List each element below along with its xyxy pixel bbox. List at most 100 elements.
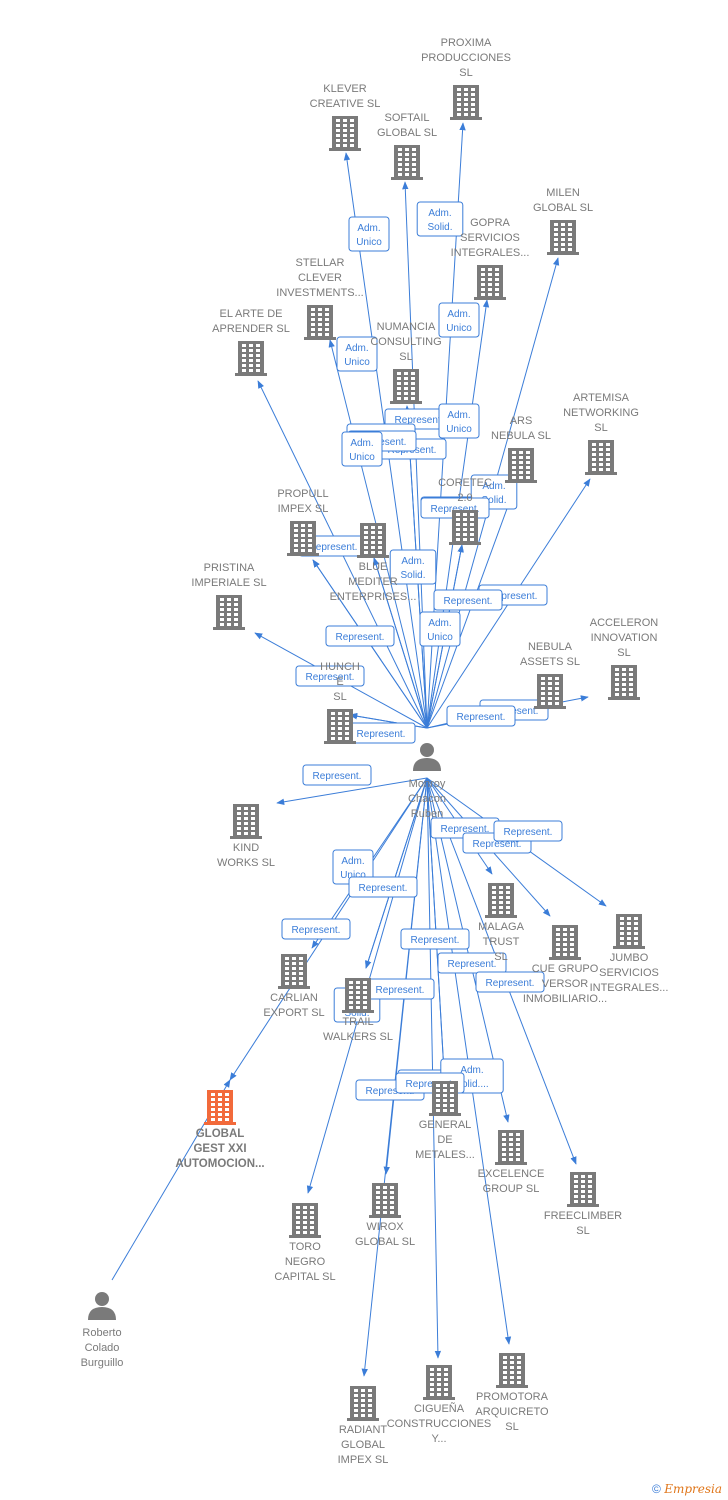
edge-label[interactable]: Adm. Unico <box>438 403 480 439</box>
building-icon <box>204 1090 236 1125</box>
node-label: MILEN <box>546 187 580 199</box>
node-label: SL <box>399 351 412 363</box>
edge-label[interactable]: Adm.Solid. <box>389 549 437 585</box>
building-icon <box>287 521 319 556</box>
edge-label[interactable]: Represent. <box>295 665 365 687</box>
node-label: INNOVATION <box>591 632 658 644</box>
edge-label[interactable]: Represent. <box>437 952 507 974</box>
edge-label[interactable]: Represent. <box>346 722 416 744</box>
node-general_metales[interactable]: GENERALDEMETALES... <box>415 1081 475 1161</box>
edge-label[interactable]: Represent. <box>302 764 372 786</box>
edge-label-box <box>295 665 365 687</box>
edge-label[interactable]: Represent. <box>348 876 418 898</box>
node-label: APRENDER SL <box>212 323 290 335</box>
building-icon <box>547 220 579 255</box>
node-jumbo[interactable]: JUMBOSERVICIOSINTEGRALES... <box>590 914 669 994</box>
building-icon <box>429 1081 461 1116</box>
edge-label[interactable]: Represent. <box>475 971 545 993</box>
node-label: MALAGA <box>478 921 525 933</box>
edge-label[interactable]: Adm.Unico <box>419 611 461 647</box>
edge-label[interactable]: Represent. <box>400 928 470 950</box>
edge-label-text: Unico <box>446 424 472 435</box>
building-icon <box>391 145 423 180</box>
edge-label[interactable]: Represent. <box>281 918 351 940</box>
building-icon <box>213 595 245 630</box>
edge-label[interactable]: Represent. <box>493 820 563 842</box>
edge-label[interactable]: Adm.Solid. <box>416 201 464 237</box>
brand-logo-text[interactable]: Empresia <box>664 1482 722 1496</box>
edge-label-text: Adm. <box>447 410 470 421</box>
building-icon <box>450 85 482 120</box>
node-label: ARTEMISA <box>573 392 630 404</box>
node-label: PROXIMA <box>441 37 492 49</box>
edge-label-text: Represent. <box>357 729 406 740</box>
edge-label[interactable]: Adm.Unico <box>438 302 480 338</box>
building-icon <box>390 369 422 404</box>
node-ciguena[interactable]: CIGUEÑACONSTRUCCIONESY... <box>387 1365 492 1445</box>
node-label: INTEGRALES... <box>451 247 530 259</box>
node-label: KIND <box>233 842 259 854</box>
node-cue_grupo[interactable]: CUE GRUPOVERSORINMOBILIARIO... <box>523 925 607 1005</box>
node-label: PROPULL <box>277 488 328 500</box>
node-label: EL ARTE DE <box>220 308 283 320</box>
building-icon <box>342 978 374 1013</box>
edge-label-text: Adm. <box>350 438 373 449</box>
edge-label[interactable]: Represent. <box>446 705 516 727</box>
edge-label-text: Unico <box>356 237 382 248</box>
node-el_arte[interactable]: EL ARTE DE APRENDER SL <box>212 308 290 376</box>
building-icon <box>329 116 361 151</box>
node-gopra[interactable]: GOPRASERVICIOSINTEGRALES... <box>451 217 530 300</box>
edge-label[interactable]: Adm.Unico <box>336 336 378 372</box>
edge-label-text: Unico <box>344 357 370 368</box>
building-icon <box>347 1386 379 1421</box>
edge-monroy-blue_mediter <box>373 557 428 729</box>
node-label: STELLAR <box>296 257 345 269</box>
node-label: Roberto <box>82 1327 121 1339</box>
edge-label[interactable]: Represent. <box>365 978 435 1000</box>
edge-label-box <box>325 625 395 647</box>
node-label: DE <box>437 1134 452 1146</box>
edge-label[interactable]: Represent. <box>433 589 503 611</box>
edge-label-box <box>416 201 464 237</box>
node-label: ARS <box>510 415 533 427</box>
node-blue_mediter[interactable]: BLUEMEDITERENTERPRISES... <box>330 523 417 603</box>
node-label: TORO <box>289 1241 321 1253</box>
edge-label[interactable]: Adm.Unico <box>332 849 374 885</box>
node-label: NEGRO <box>285 1256 326 1268</box>
node-stellar[interactable]: STELLARCLEVERINVESTMENTS... <box>276 257 364 340</box>
edge-label[interactable]: Represent. <box>325 625 395 647</box>
edge-label-box <box>437 952 507 974</box>
edge-label[interactable]: Adm.Unico <box>341 431 383 467</box>
person-icon <box>413 743 441 771</box>
edge-label-box <box>336 336 378 372</box>
edge-label[interactable]: Adm.Unico <box>348 216 390 252</box>
node-label: NETWORKING <box>563 407 639 419</box>
